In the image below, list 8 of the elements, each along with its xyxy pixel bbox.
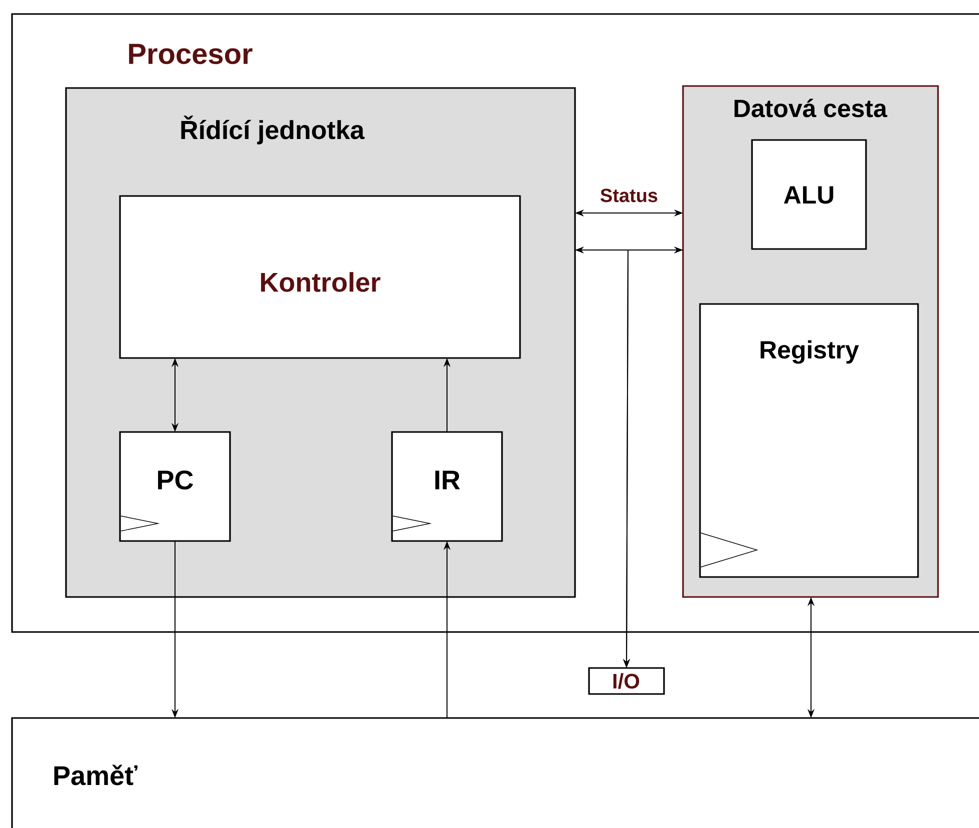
- register-box: IR: [391, 431, 503, 542]
- controller-box: Kontroler: [119, 195, 521, 359]
- alu-box: ALU: [751, 139, 867, 250]
- edge-label: Status: [598, 188, 660, 204]
- memory-box: Paměť: [11, 717, 979, 828]
- register-box: PC: [119, 431, 231, 542]
- register-file-box: Registry: [699, 303, 919, 578]
- io-box: I/O: [588, 667, 665, 695]
